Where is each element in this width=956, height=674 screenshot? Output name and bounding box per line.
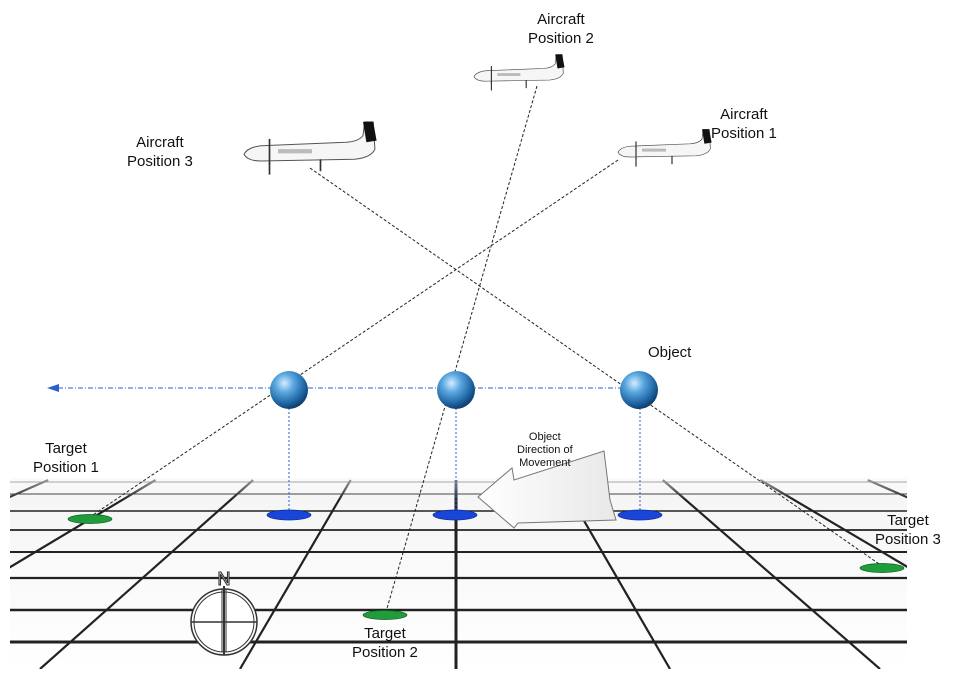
movement-label-line1: Object	[528, 431, 561, 443]
movement-label-line3: Movement	[519, 457, 571, 469]
aircraft-1-label: Aircraft Position 1	[711, 105, 777, 143]
movement-arrow	[477, 450, 617, 529]
aircraft-2-label-line1: Aircraft	[537, 11, 585, 28]
object-shadows	[266, 509, 663, 521]
object-sphere-2	[437, 371, 475, 409]
sight-lines	[89, 85, 883, 613]
aircraft-1	[617, 129, 712, 167]
movement-arrow-shape	[477, 450, 617, 529]
sight-line-2	[385, 85, 538, 613]
target-3-label-line1: Target	[887, 512, 929, 529]
object-label: Object	[648, 344, 692, 361]
target-markers	[67, 514, 905, 620]
sight-line-3	[309, 167, 883, 567]
target-1-label-line1: Target	[45, 440, 87, 457]
sight-line-1	[89, 159, 619, 518]
target-2-label-line2: Position 2	[352, 644, 418, 661]
aircraft-1-label-line2: Position 1	[711, 125, 777, 142]
aircraft-3-label: Aircraft Position 3	[127, 133, 193, 171]
drop-lines	[288, 408, 641, 512]
target-3-label-line2: Position 3	[875, 531, 941, 548]
aircraft-2-label-line2: Position 2	[528, 30, 594, 47]
target-2-label: Target Position 2	[352, 624, 418, 662]
aircraft-2-label: Aircraft Position 2	[528, 10, 594, 48]
compass-icon: N	[190, 568, 258, 656]
aircraft-3	[243, 121, 377, 175]
floor-fog	[10, 470, 907, 530]
target-1-label-line2: Position 1	[33, 459, 99, 476]
object-shadow-2	[432, 509, 478, 521]
object-sphere-1	[270, 371, 308, 409]
object-shadow-3	[617, 509, 663, 521]
aircraft-3-label-line1: Aircraft	[136, 134, 184, 151]
target-marker-3	[859, 563, 905, 573]
aircraft-1-label-line1: Aircraft	[720, 106, 768, 123]
target-marker-2	[362, 610, 408, 620]
movement-label: Object Direction of Movement	[517, 431, 573, 470]
target-3-label: Target Position 3	[875, 511, 941, 549]
objects	[270, 371, 658, 409]
compass-north-letter: N	[218, 569, 231, 589]
object-shadow-1	[266, 509, 312, 521]
object-path-arrowhead	[47, 384, 59, 392]
target-1-label: Target Position 1	[33, 439, 99, 477]
target-2-label-line1: Target	[364, 625, 406, 642]
object-path-arrow	[47, 384, 640, 392]
floor-grid	[10, 470, 907, 669]
aircraft-2	[473, 54, 565, 91]
movement-label-line2: Direction of	[517, 444, 573, 456]
object-sphere-3	[620, 371, 658, 409]
aircraft-3-label-line2: Position 3	[127, 153, 193, 170]
target-marker-1	[67, 514, 113, 524]
